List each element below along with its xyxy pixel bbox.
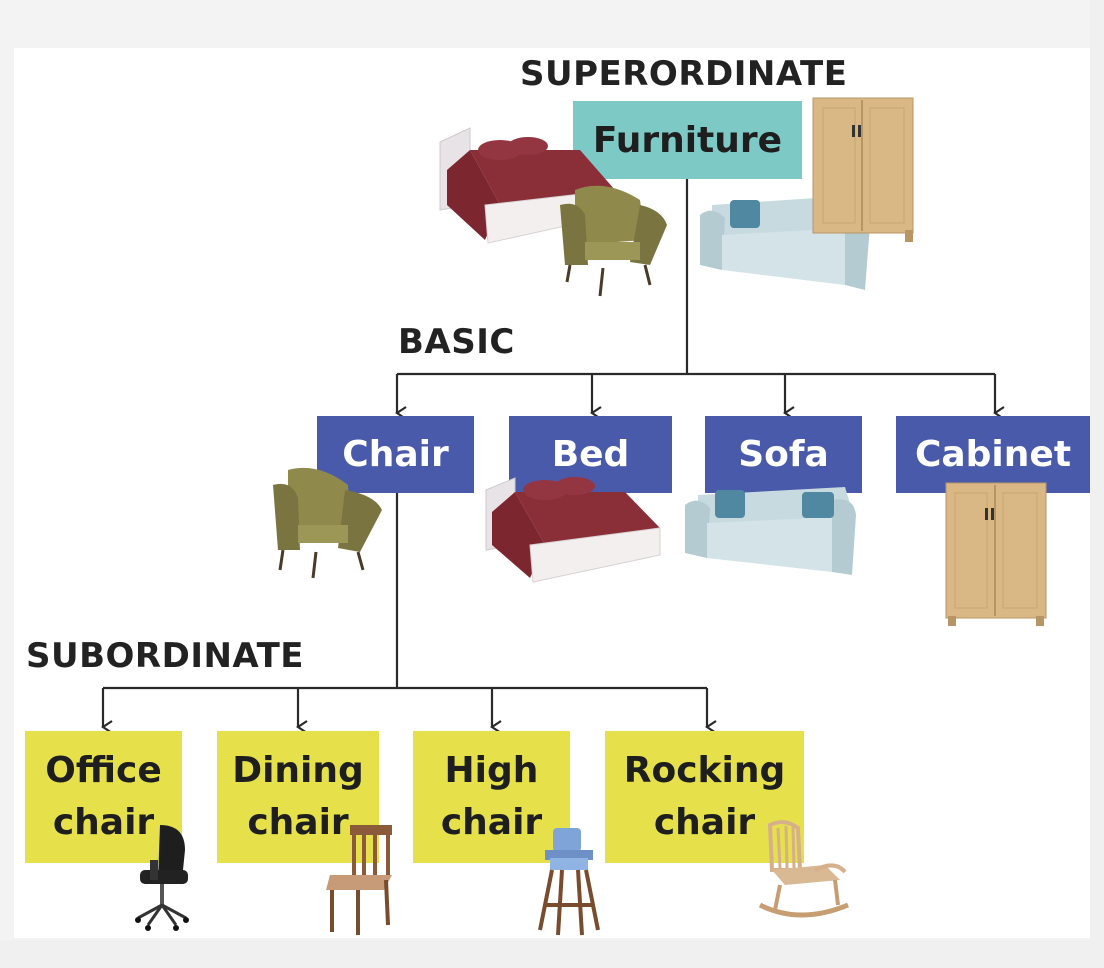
node-rocking-chair: Rocking chair	[605, 731, 804, 863]
node-dining-chair: Dining chair	[217, 731, 379, 863]
level-label-basic: BASIC	[398, 322, 515, 362]
node-furniture: Furniture	[573, 101, 802, 179]
level-label-superordinate: SUPERORDINATE	[520, 54, 848, 94]
node-bed: Bed	[509, 416, 672, 493]
level-label-subordinate: SUBORDINATE	[26, 636, 305, 676]
node-office-chair: Office chair	[25, 731, 182, 863]
node-sofa: Sofa	[705, 416, 862, 493]
node-cabinet: Cabinet	[896, 416, 1090, 493]
scrollbar-track	[1090, 0, 1104, 968]
node-high-chair: High chair	[413, 731, 570, 863]
bottom-strip	[0, 940, 1104, 968]
node-chair: Chair	[317, 416, 474, 493]
